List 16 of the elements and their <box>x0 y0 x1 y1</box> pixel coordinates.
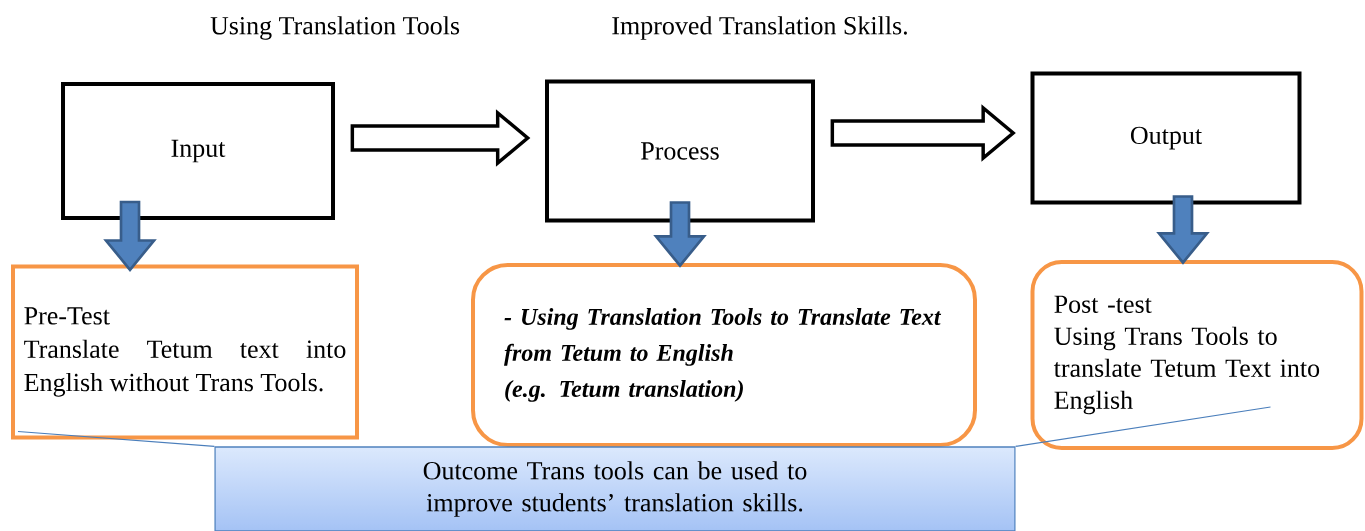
hollow-arrow <box>830 104 1016 162</box>
process-box: Input <box>61 82 335 220</box>
hollow-arrow <box>350 109 531 167</box>
process-box: Process <box>545 79 815 223</box>
note-box: - Using Translation Tools to Translate Text from Tetum to English (e.g. Tetum translation) <box>471 263 977 447</box>
leader-line <box>17 430 215 447</box>
process-box: Output <box>1030 71 1302 205</box>
note-box: Pre-Test Translate Tetum text into English without Trans Tools. <box>11 264 359 440</box>
heading: Using Translation Tools <box>210 16 460 40</box>
heading: Improved Translation Skills. <box>612 16 907 40</box>
leader-line <box>1015 406 1272 447</box>
block-arrow <box>653 201 707 268</box>
block-arrow <box>103 200 157 272</box>
callout-box: Outcome Trans tools can be used to improve students’ translation skills. <box>214 446 1016 531</box>
note-box: Post -test Using Trans Tools to translate Tetum Text into English <box>1030 260 1364 450</box>
block-arrow <box>1156 195 1210 265</box>
